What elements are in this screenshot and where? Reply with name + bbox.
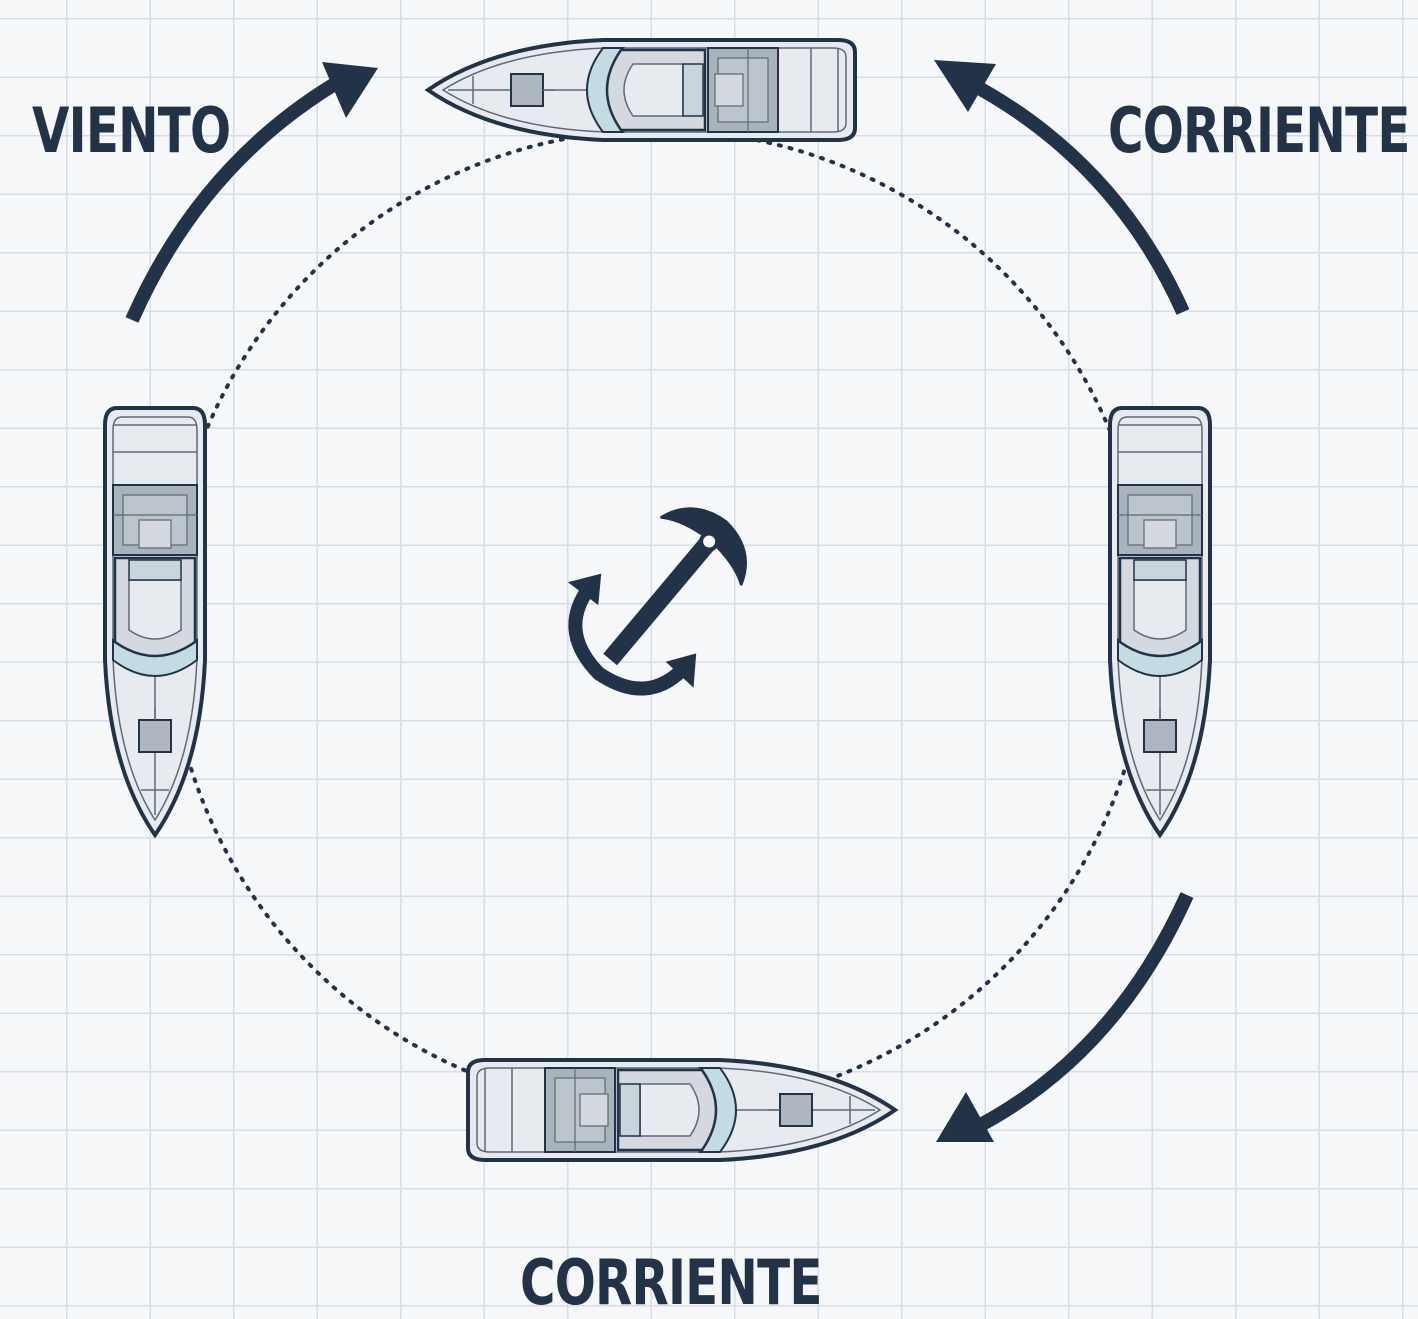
anchor-icon [567, 507, 747, 696]
wind-label: VIENTO [32, 94, 231, 167]
arrow-icon-current-right [934, 60, 1190, 315]
arrow-icon-wind [125, 62, 378, 323]
boat-icon-bottom [466, 1058, 897, 1162]
current-label-bottom: CORRIENTE [520, 1246, 822, 1319]
boat-icon-top [426, 38, 857, 142]
swing-circle [166, 128, 1150, 1112]
current-label-right: CORRIENTE [1108, 94, 1410, 167]
arrow-icon-current-bottom [936, 892, 1194, 1142]
